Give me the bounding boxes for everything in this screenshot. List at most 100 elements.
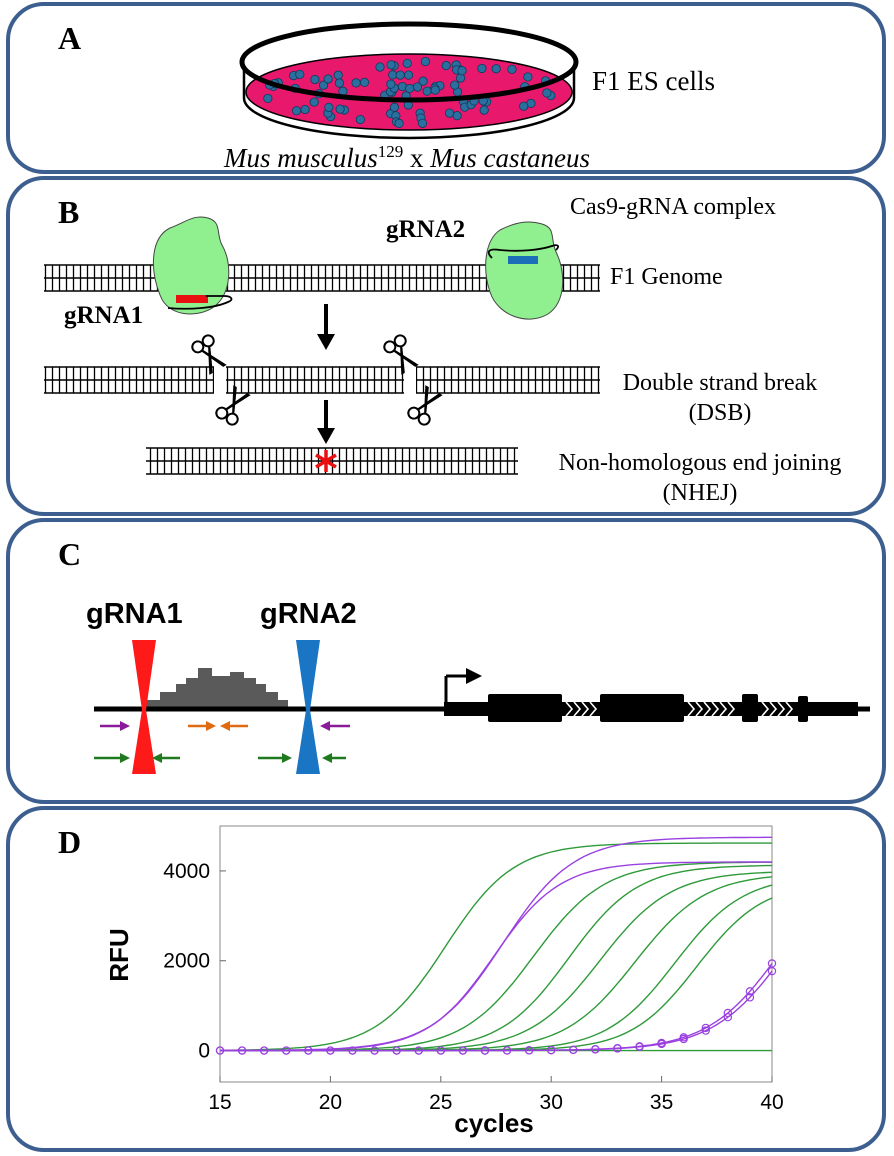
- amplification-curve-12: [220, 970, 773, 1052]
- nhej-dna: [146, 447, 518, 475]
- amplification-curve-4: [220, 871, 773, 1052]
- intron-chevron: [769, 701, 778, 717]
- intron-chevron: [573, 701, 582, 717]
- curve-marker: [370, 1046, 379, 1055]
- species-1: Mus musculus: [224, 143, 378, 173]
- curve-marker: [613, 1044, 622, 1053]
- curve-marker: [215, 1046, 225, 1055]
- es-cell: [263, 93, 273, 104]
- species-2: Mus castaneus: [430, 143, 590, 173]
- f1-es-cells-label: F1 ES cells: [592, 66, 716, 96]
- intron-chevron: [727, 701, 736, 717]
- locus-schematic: [94, 640, 870, 774]
- curve-marker: [348, 1046, 357, 1055]
- es-cell: [420, 56, 430, 67]
- curve-marker: [679, 1034, 688, 1044]
- es-cell: [479, 105, 489, 115]
- nhej-text: Non-homologous end joining: [558, 450, 842, 476]
- grna2-label-c: gRNA2: [260, 598, 357, 630]
- intron-chevron: [785, 701, 794, 717]
- es-cell: [310, 74, 320, 85]
- curve-marker: [524, 1046, 534, 1055]
- es-cell: [386, 60, 396, 70]
- grna1-label-c: gRNA1: [86, 598, 183, 630]
- es-cell: [405, 83, 415, 94]
- intron-chevron: [777, 701, 786, 717]
- cross-symbol: x: [403, 143, 431, 173]
- amplification-curve-5: [220, 876, 773, 1052]
- primer-orange-rev: [220, 721, 248, 731]
- curve-marker: [392, 1046, 401, 1055]
- nhej-label: Non-homologous end joining (NHEJ): [520, 448, 880, 508]
- es-cell: [450, 80, 460, 90]
- ligation-star-icon: [315, 450, 337, 472]
- es-cell: [389, 102, 400, 112]
- es-cell: [351, 78, 361, 88]
- intron-chevron: [565, 701, 574, 717]
- es-cell: [441, 60, 451, 71]
- grna2-cut-site: [296, 640, 320, 774]
- cas9-complex-2: [485, 221, 564, 320]
- primer-green-1: [94, 753, 130, 763]
- curve-marker: [701, 1026, 710, 1035]
- curve-marker: [635, 1042, 644, 1052]
- amplification-curve-10: [220, 861, 772, 1052]
- es-cell: [418, 76, 428, 86]
- es-cell: [519, 101, 529, 111]
- strain-superscript: 129: [377, 142, 404, 161]
- panel-b-label: B: [58, 194, 80, 230]
- dish-body: [239, 21, 579, 140]
- curve-marker: [745, 993, 755, 1002]
- panel-c-label: C: [58, 536, 82, 572]
- es-cell: [323, 74, 333, 84]
- amplification-curve-6: [220, 884, 773, 1052]
- curve-marker: [767, 966, 777, 976]
- curve-marker: [701, 1023, 710, 1033]
- es-cell: [318, 80, 329, 90]
- es-cell: [444, 108, 455, 118]
- es-cell: [375, 62, 385, 72]
- y-tick-label: 2000: [163, 950, 210, 973]
- nhej-abbr: (NHEJ): [662, 480, 738, 506]
- primer-green-4: [322, 753, 346, 763]
- x-tick-label: 35: [650, 1091, 673, 1114]
- curve-marker: [436, 1046, 445, 1055]
- es-cell: [542, 88, 552, 98]
- petri-dish: [239, 21, 579, 140]
- curve-marker: [502, 1046, 512, 1055]
- panel-d: [6, 806, 886, 1152]
- curve-marker: [547, 1046, 556, 1055]
- primer-green-2: [152, 753, 180, 763]
- curve-marker: [569, 1045, 578, 1055]
- cas9-complex-1: [152, 216, 233, 315]
- x-axis-label: cycles: [454, 1108, 534, 1138]
- down-arrow-2: [317, 400, 335, 444]
- curve-marker: [480, 1046, 490, 1055]
- cas9-complex-label: Cas9-gRNA complex: [570, 194, 776, 220]
- es-cell: [355, 114, 365, 125]
- dsb-dna: [44, 364, 600, 396]
- intron-chevron: [581, 701, 590, 717]
- es-cell: [309, 97, 319, 107]
- x-tick-label: 15: [208, 1091, 231, 1114]
- intron-chevron: [695, 701, 704, 717]
- amplification-curve-2: [220, 861, 772, 1052]
- grna1-cut-site: [132, 640, 156, 774]
- amplification-curve-1: [219, 842, 772, 1051]
- es-cell: [457, 66, 467, 76]
- primer-green-3: [258, 753, 292, 763]
- dsb-label: Double strand break (DSB): [600, 368, 840, 428]
- primer-purple-fwd: [100, 721, 130, 731]
- grna1-label-b: gRNA1: [64, 302, 144, 329]
- es-cell: [295, 69, 305, 79]
- amplification-curve-7: [220, 897, 773, 1052]
- panel-a-label: A: [58, 20, 82, 56]
- x-tick-label: 40: [760, 1091, 783, 1114]
- es-cell: [477, 63, 487, 74]
- curve-marker: [745, 987, 755, 996]
- species-cross-label: Mus musculus129 x Mus castaneus: [224, 142, 590, 174]
- curve-marker: [414, 1046, 423, 1055]
- crispr-mechanism: [44, 216, 600, 475]
- intron-chevron: [711, 701, 720, 717]
